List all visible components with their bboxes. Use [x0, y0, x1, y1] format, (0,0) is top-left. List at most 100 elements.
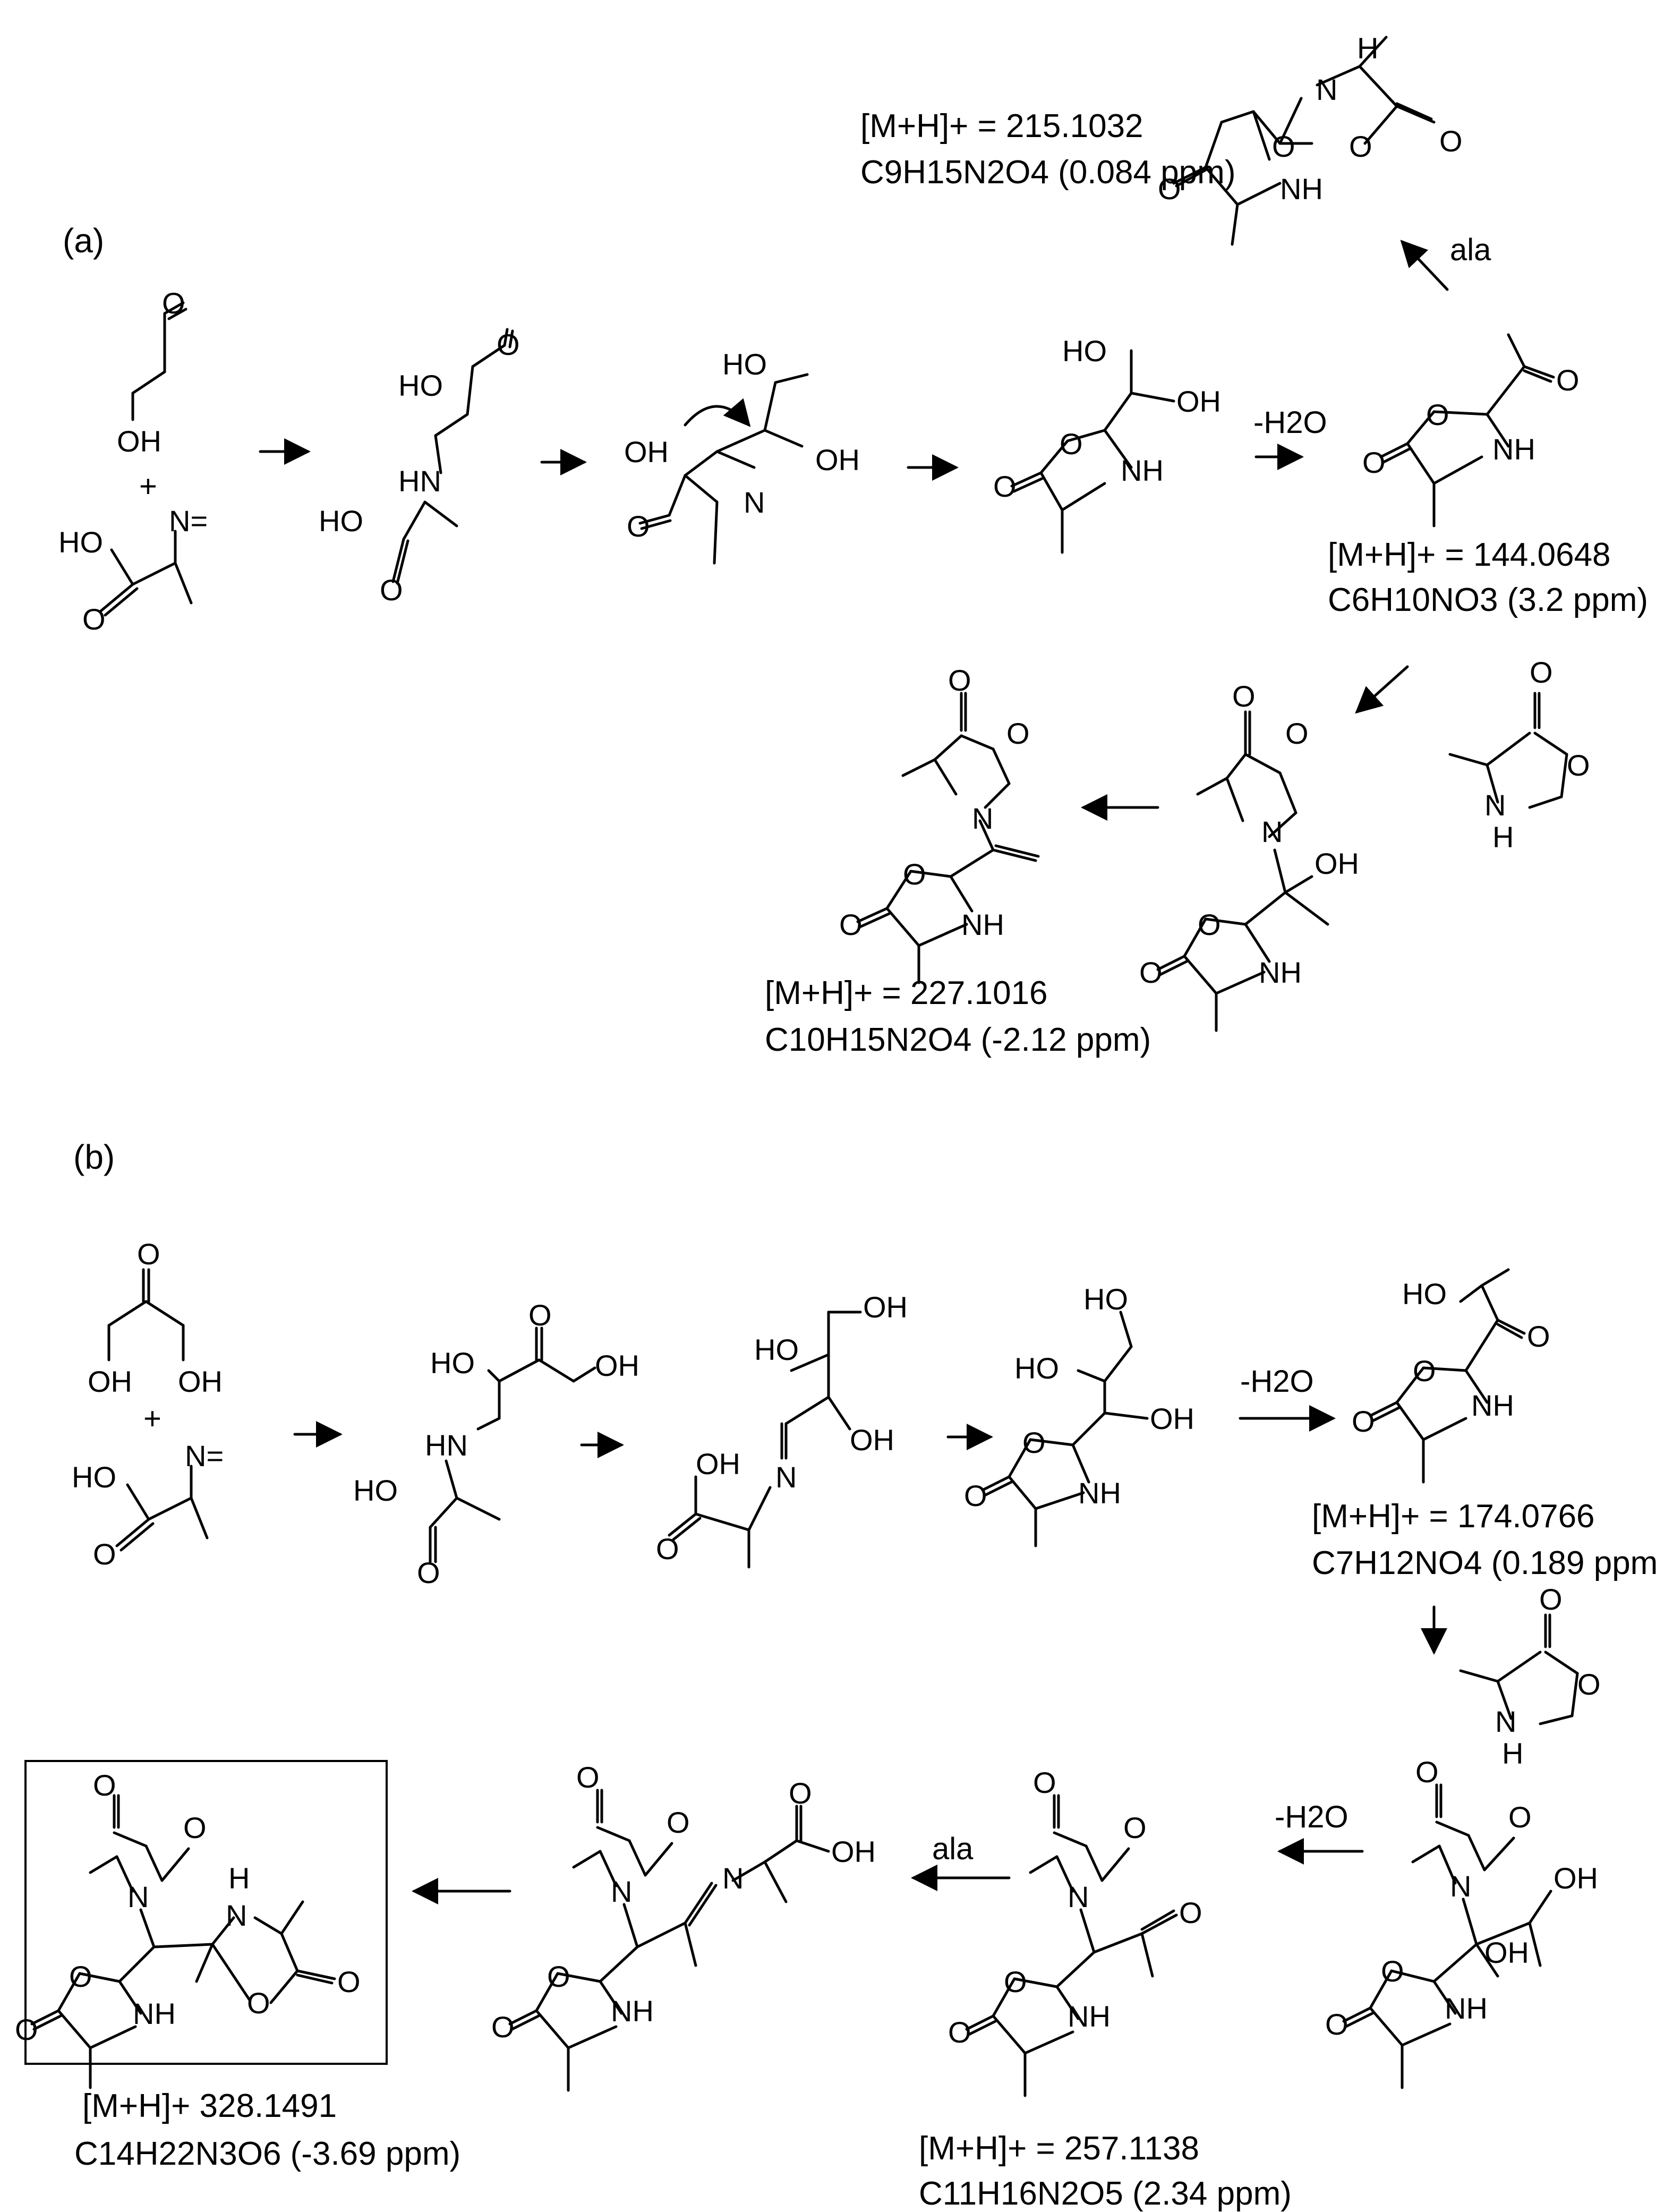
- atom-label: OH: [595, 1349, 639, 1382]
- arrow-a5: [1355, 665, 1409, 714]
- atom-label: O: [528, 1298, 552, 1332]
- svg-text:C11H16N2O5 (2.34 ppm): C11H16N2O5 (2.34 ppm): [919, 2175, 1292, 2212]
- intermediate-b5-structure: O O N N O OH O O NH: [491, 1760, 876, 2092]
- atom-label: OH: [1176, 385, 1221, 418]
- atom-label: OH: [117, 424, 161, 458]
- atom-label: O: [1349, 130, 1372, 163]
- atom-label: O: [964, 1479, 987, 1512]
- atom-label: NH: [1471, 1389, 1514, 1422]
- atom-label: O: [183, 1811, 207, 1844]
- atom-label: HO: [58, 525, 103, 559]
- atom-label: O: [15, 2013, 38, 2046]
- atom-label: OH: [696, 1447, 740, 1481]
- alanine-imine-structure-b: HO N= O: [72, 1439, 224, 1571]
- atom-label: O: [1508, 1800, 1532, 1834]
- atom-label: N: [1261, 815, 1283, 848]
- caption-144: [M+H]+ = 144.0648 C6H10NO3 (3.2 ppm): [1328, 537, 1648, 618]
- atom-label: HN: [398, 464, 441, 498]
- atom-label: HO: [1083, 1282, 1128, 1316]
- caption-174: [M+H]+ = 174.0766 C7H12NO4 (0.189 ppm): [1312, 1498, 1656, 1581]
- atom-label: O: [1362, 446, 1386, 479]
- intermediate-a3-structure: HO OH O O NH: [993, 334, 1221, 554]
- atom-label: O: [1530, 656, 1553, 689]
- atom-label: O: [656, 1532, 679, 1566]
- svg-text:[M+H]+ = 174.0766: [M+H]+ = 174.0766: [1312, 1498, 1595, 1535]
- atom-label: O: [903, 857, 926, 891]
- atom-label: O: [1033, 1766, 1056, 1799]
- final-product-box: [24, 1760, 388, 2065]
- atom-label: O: [82, 602, 106, 636]
- atom-label: O: [137, 1237, 160, 1271]
- atom-label: HO: [1402, 1277, 1447, 1311]
- atom-label: OH: [1484, 1936, 1529, 1969]
- atom-label: HO: [1014, 1351, 1059, 1385]
- svg-text:C7H12NO4 (0.189 ppm): C7H12NO4 (0.189 ppm): [1312, 1545, 1656, 1581]
- atom-label: O: [69, 1960, 92, 1993]
- panel-b-label: (b): [73, 1138, 115, 1176]
- atom-label: HO: [1062, 334, 1107, 368]
- atom-label: O: [1006, 717, 1030, 750]
- atom-label: N=: [169, 504, 208, 538]
- atom-label: N: [1068, 1880, 1089, 1913]
- atom-label: O: [1272, 130, 1295, 163]
- atom-label: N: [1484, 788, 1506, 822]
- atom-label: N: [722, 1861, 744, 1895]
- atom-label: NH: [1068, 2000, 1111, 2033]
- atom-label: N: [972, 802, 993, 835]
- atom-label: O: [1381, 1954, 1404, 1988]
- atom-label: O: [1539, 1583, 1563, 1616]
- atom-label: H: [1502, 1737, 1523, 1770]
- atom-label: NH: [133, 1997, 176, 2030]
- atom-label: O: [1426, 398, 1449, 431]
- dehydration-label-b1: -H2O: [1240, 1364, 1314, 1399]
- oxazolidinone-reagent-b: O O N H: [1459, 1583, 1601, 1770]
- atom-label: OH: [1553, 1861, 1598, 1895]
- atom-label: N: [1316, 73, 1337, 106]
- atom-label: HO: [398, 369, 443, 402]
- atom-label: O: [1415, 1755, 1439, 1789]
- atom-label: H: [228, 1861, 250, 1895]
- atom-label: NH: [1121, 454, 1164, 487]
- dehydration-label-a: -H2O: [1253, 405, 1327, 440]
- dihydroxyacetone-structure: O OH OH: [88, 1237, 223, 1398]
- plus-b: +: [143, 1401, 161, 1436]
- atom-label: NH: [1492, 432, 1535, 466]
- atom-label: OH: [624, 435, 669, 469]
- atom-label: O: [576, 1760, 600, 1794]
- atom-label: O: [1285, 717, 1309, 750]
- product-144-structure: O O O NH: [1362, 333, 1580, 528]
- atom-label: H: [1357, 31, 1378, 65]
- atom-label: O: [547, 1960, 570, 1993]
- atom-label: OH: [1150, 1402, 1194, 1435]
- plus-a: +: [139, 469, 157, 504]
- atom-label: NH: [1445, 1992, 1488, 2025]
- atom-label: O: [993, 470, 1017, 503]
- caption-215: [M+H]+ = 215.1032 C9H15N2O4 (0.084 ppm): [860, 108, 1235, 191]
- product-328-structure: O O N H N O O O O NH: [15, 1768, 361, 2089]
- atom-label: O: [247, 1986, 270, 2020]
- atom-label: O: [497, 328, 520, 361]
- svg-text:C6H10NO3 (3.2 ppm): C6H10NO3 (3.2 ppm): [1328, 582, 1648, 618]
- product-174-structure: HO O O O NH: [1352, 1268, 1550, 1484]
- atom-label: HO: [353, 1474, 398, 1507]
- atom-label: O: [380, 573, 403, 607]
- atom-label: O: [627, 509, 650, 543]
- atom-label: NH: [1078, 1476, 1121, 1510]
- atom-label: O: [1004, 1965, 1027, 1998]
- atom-label: N: [611, 1875, 632, 1908]
- atom-label: O: [93, 1768, 116, 1802]
- atom-label: HO: [430, 1346, 475, 1380]
- svg-text:[M+H]+ = 144.0648: [M+H]+ = 144.0648: [1328, 537, 1611, 573]
- intermediate-a2-structure: HO OH OH N O: [624, 347, 860, 565]
- svg-text:C14H22N3O6 (-3.69 ppm): C14H22N3O6 (-3.69 ppm): [74, 2136, 460, 2172]
- atom-label: O: [1567, 748, 1590, 782]
- intermediate-b3-structure: HO HO OH O O NH: [964, 1282, 1194, 1547]
- alanine-imine-structure-a: HO N= O: [58, 504, 208, 636]
- intermediate-b2-structure: OH HO OH N OH O: [656, 1290, 908, 1569]
- atom-label: O: [839, 908, 863, 941]
- atom-label: O: [1439, 124, 1463, 158]
- svg-text:[M+H]+ 328.1491: [M+H]+ 328.1491: [82, 2088, 337, 2124]
- caption-227: [M+H]+ = 227.1016 C10H15N2O4 (-2.12 ppm): [765, 975, 1151, 1058]
- atom-label: O: [93, 1537, 116, 1571]
- arrow-ala-up: [1400, 240, 1449, 291]
